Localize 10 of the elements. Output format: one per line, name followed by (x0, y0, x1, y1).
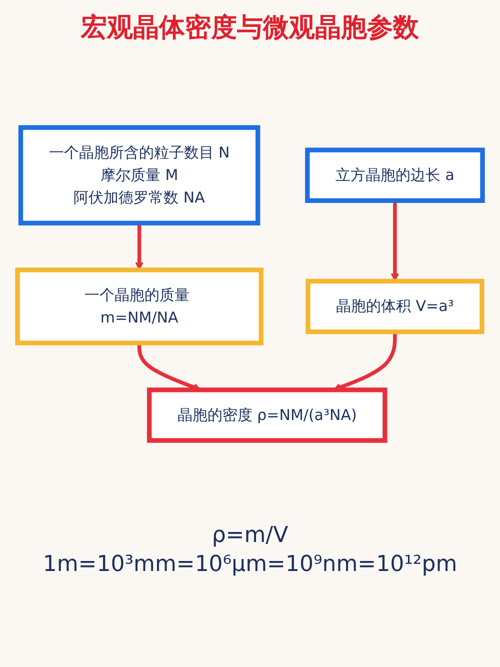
arrow (390, 200, 400, 282)
node-box: 晶胞的体积 V=a³ (306, 278, 484, 334)
arrow (135, 223, 144, 270)
title: 宏观晶体密度与微观晶胞参数 (80, 12, 420, 45)
formula-text: 1m=10³mm=10⁶μm=10⁹nm=10¹²pm (42, 552, 458, 577)
node-box: 一个晶胞所含的粒子数目 N 摩尔质量 M 阿伏加德罗常数 NA (18, 125, 260, 226)
formula-text: ρ=m/V (210, 523, 290, 548)
node-box: 一个晶胞的质量 m=NM/NA (15, 268, 264, 346)
node-box: 立方晶胞的边长 a (305, 148, 485, 203)
node-box: 晶胞的密度 ρ=NM/(a³NA) (146, 388, 388, 443)
